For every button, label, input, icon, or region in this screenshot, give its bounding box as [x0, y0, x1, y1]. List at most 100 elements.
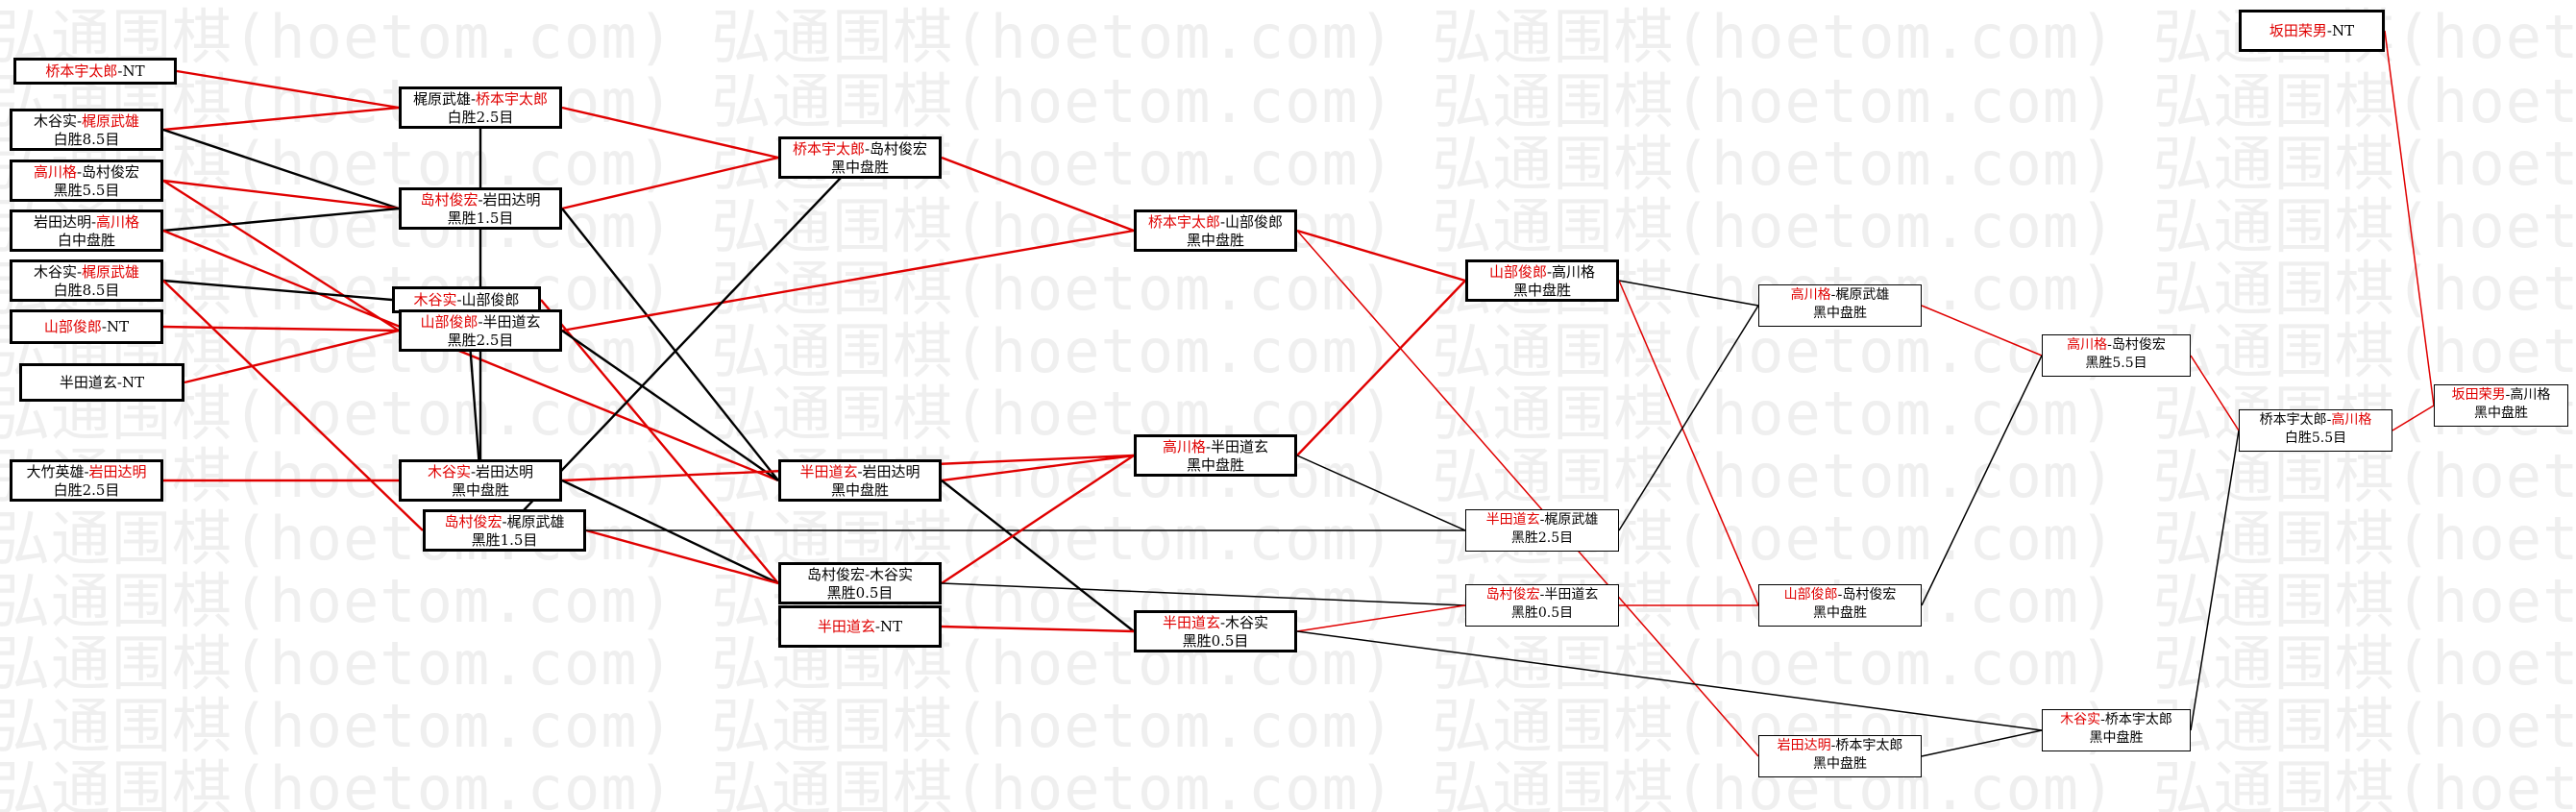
match-box: 高川格-岛村俊宏黑胜5.5目 [2042, 334, 2191, 377]
player-one: 坂田荣男 [2451, 387, 2506, 403]
match-result: 黑中盘胜 [1813, 756, 1867, 772]
match-box: 半田道玄-梶原武雄黑胜2.5目 [1465, 509, 1619, 552]
player-two: NT [121, 373, 145, 391]
match-players: 大竹英雄-岩田达明 [12, 463, 160, 481]
match-result: 黑胜2.5目 [1510, 530, 1574, 546]
match-result: 黑中盘胜 [1813, 605, 1867, 621]
match-result: 白胜2.5目 [53, 481, 120, 499]
winner-connector [1921, 305, 2043, 357]
loser-connector [561, 330, 779, 481]
player-one: 岛村俊宏 [806, 566, 865, 583]
match-box: 半田道玄-NT [778, 605, 942, 648]
player-two: 半田道玄 [1544, 587, 1599, 603]
versus-dash: - [1205, 438, 1212, 455]
versus-dash: - [2326, 21, 2332, 39]
player-two: 山部俊郎 [1225, 213, 1284, 231]
match-box: 山部俊郎-高川格黑中盘胜 [1465, 259, 1619, 302]
winner-connector [162, 106, 400, 132]
player-two: 桥本宇太郎 [476, 90, 549, 108]
match-result: 黑中盘胜 [1186, 232, 1244, 249]
loser-connector [1296, 455, 1466, 531]
winner-connector [1296, 280, 1466, 456]
match-players: 高川格-梶原武雄 [1759, 286, 1921, 305]
player-one: 桥本宇太郎 [1147, 213, 1220, 231]
match-result: 黑胜5.5目 [53, 182, 120, 199]
versus-dash: - [1830, 287, 1836, 303]
versus-dash: - [1219, 614, 1226, 631]
player-one: 木谷实 [2060, 712, 2101, 727]
match-result: 白胜5.5目 [2284, 431, 2347, 446]
match-box: 大竹英雄-岩田达明白胜2.5目 [10, 459, 163, 502]
match-players: 山部俊郎-高川格 [1468, 263, 1616, 282]
match-players: 岛村俊宏-木谷实 [781, 566, 939, 584]
match-players: 半田道玄-梶原武雄 [1466, 511, 1618, 529]
match-box: 岛村俊宏-半田道玄黑胜0.5目 [1465, 584, 1619, 627]
match-players: 山部俊郎-半田道玄 [402, 313, 559, 332]
player-two: NT [879, 617, 903, 635]
player-two: 半田道玄 [482, 313, 541, 331]
player-one: 半田道玄 [799, 463, 858, 480]
winner-connector [561, 156, 779, 210]
player-one: 高川格 [2067, 337, 2108, 353]
match-box: 桥本宇太郎-山部俊郎黑中盘胜 [1134, 209, 1297, 252]
match-players: 桥本宇太郎-高川格 [2240, 411, 2392, 430]
versus-dash: - [76, 112, 83, 130]
player-two: NT [106, 317, 130, 335]
match-players: 木谷实-岩田达明 [402, 463, 559, 481]
winner-connector [162, 179, 400, 332]
player-two: 高川格 [2331, 412, 2372, 428]
player-one: 半田道玄 [817, 617, 875, 635]
match-result: 黑中盘胜 [1186, 456, 1244, 474]
match-result: 白胜8.5目 [53, 282, 120, 299]
match-box: 木谷实-桥本宇太郎黑中盘胜 [2042, 709, 2191, 751]
player-one: 桥本宇太郎 [45, 62, 118, 80]
match-box: 岩田达明-桥本宇太郎黑中盘胜 [1758, 735, 1922, 777]
versus-dash: - [478, 191, 483, 209]
match-result: 黑中盘胜 [830, 481, 889, 499]
match-players: 岩田达明-高川格 [12, 213, 160, 232]
match-players: 高川格-岛村俊宏 [12, 163, 160, 182]
match-box: 木谷实-岩田达明黑中盘胜 [399, 459, 562, 502]
player-two: 高川格 [2510, 387, 2551, 403]
versus-dash: - [1539, 512, 1545, 528]
winner-connector [2392, 405, 2435, 431]
versus-dash: - [1539, 587, 1545, 603]
match-box: 高川格-梶原武雄黑中盘胜 [1758, 284, 1922, 327]
match-box: 桥本宇太郎-高川格白胜5.5目 [2239, 409, 2392, 452]
match-box: 木谷实-梶原武雄白胜8.5目 [10, 109, 163, 151]
player-two: NT [122, 62, 145, 80]
player-two: 高川格 [1552, 263, 1596, 281]
versus-dash: - [116, 373, 122, 391]
match-box: 山部俊郎-NT [10, 309, 163, 344]
player-two: 山部俊郎 [461, 290, 520, 308]
player-one: 桥本宇太郎 [2259, 412, 2327, 428]
match-players: 木谷实-桥本宇太郎 [2043, 711, 2190, 729]
winner-connector [540, 299, 779, 584]
versus-dash: - [478, 313, 483, 331]
match-players: 岛村俊宏-半田道玄 [1466, 586, 1618, 604]
player-one: 木谷实 [413, 290, 457, 308]
versus-dash: - [84, 463, 89, 480]
loser-connector [162, 207, 400, 233]
winner-connector [2190, 355, 2240, 431]
player-two: 岛村俊宏 [82, 163, 140, 181]
match-box: 岛村俊宏-岩田达明黑胜1.5目 [399, 187, 562, 230]
match-result: 黑中盘胜 [451, 481, 509, 499]
match-players: 木谷实-山部俊郎 [413, 291, 519, 309]
match-result: 黑中盘胜 [1813, 306, 1867, 321]
match-box: 半田道玄-木谷实黑胜0.5目 [1134, 610, 1297, 652]
loser-connector [2190, 430, 2240, 731]
player-one: 坂田荣男 [2269, 21, 2327, 39]
player-two: 岩田达明 [88, 463, 147, 480]
match-result: 黑中盘胜 [2089, 730, 2144, 746]
player-one: 山部俊郎 [43, 317, 102, 335]
match-box: 木谷实-梶原武雄白胜8.5目 [10, 259, 163, 302]
match-result: 黑中盘胜 [830, 159, 889, 176]
player-one: 岩田达明 [1777, 738, 1831, 753]
match-players: 岛村俊宏-岩田达明 [402, 191, 559, 209]
versus-dash: - [1546, 263, 1553, 281]
match-players: 桥本宇太郎-山部俊郎 [1137, 213, 1294, 232]
versus-dash: - [1837, 587, 1843, 603]
match-players: 高川格-半田道玄 [1137, 438, 1294, 456]
